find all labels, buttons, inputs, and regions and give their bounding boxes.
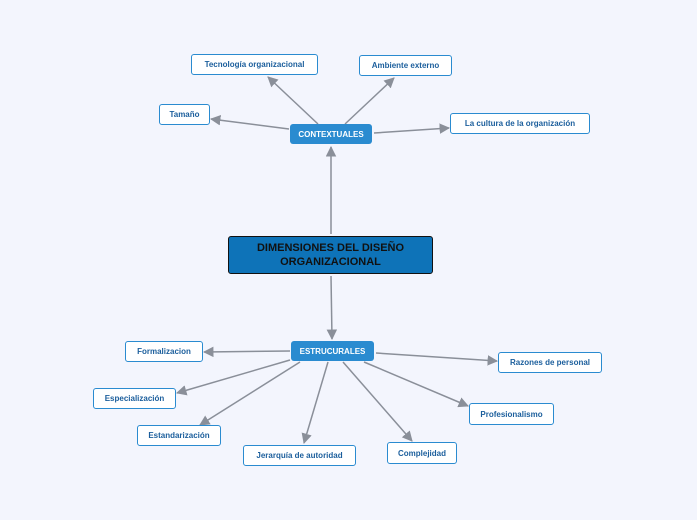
root-topic-label: DIMENSIONES DEL DISEÑO ORGANIZACIONAL [256,242,405,268]
topic-jerarquia-autoridad[interactable]: Jerarquía de autoridad [243,445,356,466]
branch-contextuales[interactable]: CONTEXTUALES [290,124,372,144]
topic-estandarizacion[interactable]: Estandarización [137,425,221,446]
connector-contextuales-tamano [209,114,290,130]
connector-root-estructurales [326,275,338,341]
connector-estructurales-jerarquia [301,361,329,445]
topic-label: Complejidad [397,448,446,458]
connector-contextuales-cultura [373,123,451,134]
topic-label: Especialización [104,394,165,403]
connector-estructurales-especializacion [175,359,291,396]
branch-estructurales-label: ESTRUCURALES [299,346,366,356]
topic-label: Jerarquía de autoridad [256,451,343,460]
connector-estructurales-formalizacion [202,346,291,358]
topic-label: Profesionalismo [480,409,543,419]
topic-label: Estandarización [148,431,210,440]
topic-label: Tecnología organizacional [204,60,305,69]
root-topic[interactable]: DIMENSIONES DEL DISEÑO ORGANIZACIONAL [228,236,433,274]
topic-tecnologia-organizacional[interactable]: Tecnología organizacional [191,54,318,75]
topic-label: Ambiente externo [371,61,440,70]
connector-estructurales-profesionalismo [363,361,469,408]
topic-label: La cultura de la organización [464,119,576,128]
connector-contextuales-tecnologia [267,76,319,125]
topic-cultura-organizacion[interactable]: La cultura de la organización [450,113,590,134]
topic-label: Formalizacion [137,347,191,356]
topic-complejidad[interactable]: Complejidad [387,442,457,464]
topic-formalizacion[interactable]: Formalizacion [125,341,203,362]
topic-tamano[interactable]: Tamaño [159,104,210,125]
connector-estructurales-razones [375,352,499,366]
branch-contextuales-label: CONTEXTUALES [298,129,364,139]
topic-especializacion[interactable]: Especialización [93,388,176,409]
topic-razones-personal[interactable]: Razones de personal [498,352,602,373]
connector-contextuales-ambiente [344,77,395,125]
topic-profesionalismo[interactable]: Profesionalismo [469,403,554,425]
topic-label: Razones de personal [509,358,591,367]
topic-label: Tamaño [169,110,200,119]
branch-estructurales[interactable]: ESTRUCURALES [291,341,374,361]
topic-ambiente-externo[interactable]: Ambiente externo [359,55,452,76]
connector-estructurales-estandarizacion [199,361,301,426]
connector-estructurales-complejidad [342,361,413,442]
